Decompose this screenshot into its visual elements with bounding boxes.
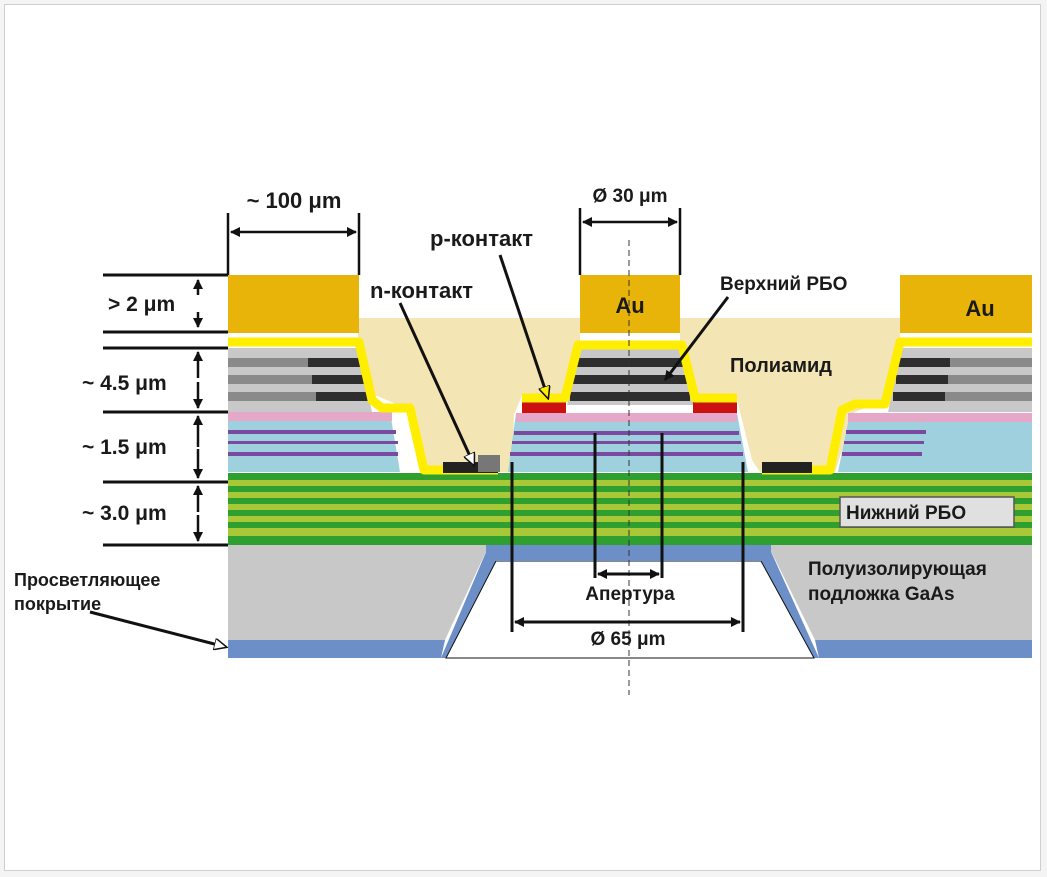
top-dbr-pointer bbox=[663, 296, 730, 381]
au-center-label: Au bbox=[615, 293, 644, 318]
substrate-cavity bbox=[441, 545, 819, 659]
bottom-dbr-label: Нижний РБО bbox=[846, 503, 966, 524]
ar-coating-pointer bbox=[89, 610, 226, 647]
pad-width-label: ~ 100 μm bbox=[247, 188, 342, 213]
right-n-contact-metal bbox=[762, 462, 812, 473]
ar-coating-layer bbox=[228, 640, 1032, 658]
height-au-label: > 2 μm bbox=[108, 293, 175, 316]
n-contact-label: n-контакт bbox=[370, 278, 473, 303]
bottom-dbr-stack bbox=[228, 473, 1032, 545]
ar-coating-label-line2: покрытие bbox=[14, 594, 101, 614]
p-contact-label: p-контакт bbox=[430, 226, 533, 251]
center-yellow-contact-line bbox=[522, 340, 737, 403]
p-contact-pointer bbox=[498, 254, 548, 398]
substrate-label-line2: подложка GaAs bbox=[808, 584, 955, 605]
polyimide-label: Полиамид bbox=[730, 355, 832, 377]
right-au-pad bbox=[900, 275, 1032, 333]
pad-width-dimension bbox=[226, 213, 361, 275]
aperture-dimension bbox=[593, 433, 664, 579]
center-active-region bbox=[508, 413, 748, 472]
left-active-region bbox=[228, 412, 400, 472]
height-active-label: ~ 1.5 μm bbox=[82, 436, 167, 459]
n-contact-pointer bbox=[398, 302, 476, 465]
center-top-dbr bbox=[567, 348, 694, 405]
right-yellow-contact-line bbox=[762, 337, 1032, 475]
height-top-dbr-label: ~ 4.5 μm bbox=[82, 372, 167, 395]
substrate-gaas bbox=[228, 545, 1032, 640]
mesa-diameter-label: Ø 65 μm bbox=[591, 629, 666, 650]
right-active-region bbox=[838, 413, 1032, 472]
aperture-label: Апертура bbox=[585, 584, 675, 605]
au-right-label: Au bbox=[965, 296, 994, 321]
height-bottom-dbr-label: ~ 3.0 μm bbox=[82, 502, 167, 525]
p-contact-metal-right bbox=[693, 402, 737, 413]
substrate-label-line1: Полуизолирующая bbox=[808, 559, 987, 580]
top-dbr-label: Верхний РБО bbox=[720, 274, 847, 295]
left-dimension-ticks bbox=[103, 273, 228, 547]
left-au-pad bbox=[228, 275, 359, 333]
p-contact-metal-left bbox=[522, 402, 566, 413]
mesa-diameter-dimension bbox=[510, 462, 745, 632]
ar-coating-label-line1: Просветляющее bbox=[14, 570, 160, 590]
center-au-pad bbox=[580, 275, 680, 333]
aperture-top-dimension bbox=[578, 208, 682, 275]
bottom-dbr-label-box bbox=[839, 496, 1015, 528]
right-top-dbr bbox=[888, 348, 1032, 412]
left-yellow-contact-line bbox=[228, 337, 498, 475]
polyimide-fill bbox=[358, 318, 900, 472]
n-contact-pad bbox=[478, 455, 500, 472]
aperture-top-label: Ø 30 μm bbox=[593, 186, 668, 207]
left-top-dbr bbox=[228, 348, 372, 412]
